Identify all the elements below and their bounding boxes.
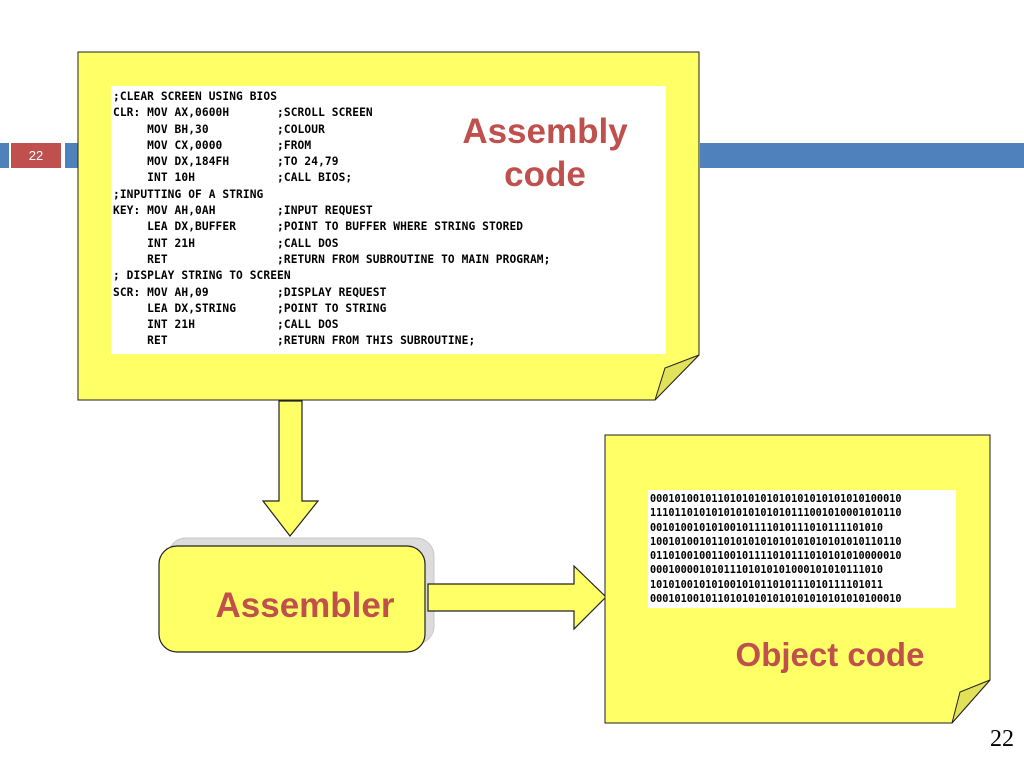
code-line: MOV CX,0000 ;FROM bbox=[113, 138, 312, 152]
code-line: ;INPUTTING OF A STRING bbox=[113, 187, 264, 201]
code-line: LEA DX,STRING ;POINT TO STRING bbox=[113, 301, 387, 315]
code-line: RET ;RETURN FROM THIS SUBROUTINE; bbox=[113, 334, 476, 348]
code-line: LEA DX,BUFFER ;POINT TO BUFFER WHERE STR… bbox=[113, 220, 524, 234]
code-line: CLR: MOV AX,0600H ;SCROLL SCREEN bbox=[113, 106, 373, 120]
binary-line: 0001010010110101010101010101010101010001… bbox=[650, 494, 902, 505]
assembly-note-folded-corner bbox=[654, 354, 700, 401]
code-line: INT 10H ;CALL BIOS; bbox=[113, 171, 353, 185]
code-line: ; DISPLAY STRING TO SCREEN bbox=[113, 269, 291, 283]
assembly-code-listing: ;CLEAR SCREEN USING BIOS CLR: MOV AX,060… bbox=[111, 86, 666, 354]
right-arrow bbox=[427, 564, 607, 631]
code-line: SCR: MOV AH,09 ;DISPLAY REQUEST bbox=[113, 285, 387, 299]
binary-line: 1001010010110101010101010101010101011011… bbox=[650, 536, 902, 548]
assembler-box bbox=[158, 545, 426, 653]
object-code-label: Object code bbox=[735, 636, 925, 673]
code-line: MOV BH,30 ;COLOUR bbox=[113, 122, 325, 136]
assembly-code-label: Assembly code bbox=[462, 112, 628, 194]
binary-line: 0001010010110101010101010101010101010001… bbox=[650, 594, 902, 606]
binary-line: 1110110101010101010101011100101000101011… bbox=[650, 508, 902, 520]
code-line: KEY: MOV AH,0AH ;INPUT REQUEST bbox=[113, 204, 373, 218]
code-line: RET ;RETURN FROM SUBROUTINE TO MAIN PROG… bbox=[113, 252, 551, 266]
binary-line: 0110100100110010111101011101010101000001… bbox=[650, 551, 902, 563]
code-line: ;CLEAR SCREEN USING BIOS bbox=[113, 90, 278, 103]
slide-number-badge: 22 bbox=[11, 143, 61, 168]
code-line: INT 21H ;CALL DOS bbox=[113, 318, 339, 332]
binary-line: 00010000101011101010101000101010111010 bbox=[650, 565, 884, 577]
page-number: 22 bbox=[990, 726, 1014, 752]
object-code-listing: 0001010010110101010101010101010101010001… bbox=[648, 490, 956, 608]
assembler-label: Assembler bbox=[215, 586, 395, 625]
title-bar-right bbox=[700, 143, 1024, 168]
code-line: INT 21H ;CALL DOS bbox=[113, 236, 339, 250]
title-bar-middle bbox=[65, 143, 79, 168]
binary-line: 00101001010100101111010111010111101010 bbox=[650, 522, 884, 534]
title-bar-left bbox=[0, 143, 9, 168]
down-arrow bbox=[261, 400, 320, 537]
binary-line: 10101001010100101011010111010111101011 bbox=[650, 579, 884, 591]
object-note-folded-corner bbox=[951, 679, 991, 724]
code-line: MOV DX,184FH ;TO 24,79 bbox=[113, 155, 339, 169]
